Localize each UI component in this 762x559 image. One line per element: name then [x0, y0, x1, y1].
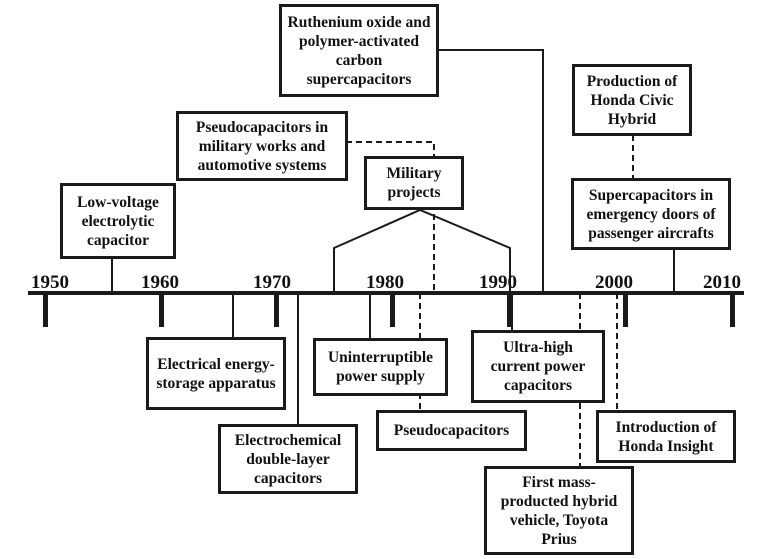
year-label-2000: 2000	[595, 272, 633, 293]
year-label-1950: 1950	[31, 272, 69, 293]
event-electrochemical: Electrochemical double-layer capacitors	[218, 424, 358, 494]
year-label-1990: 1990	[479, 272, 517, 293]
tick-1970	[274, 293, 279, 327]
event-ups: Uninterruptible power supply	[313, 338, 448, 396]
tick-1980	[390, 293, 395, 327]
tick-1990	[507, 293, 512, 327]
event-military-projects: Military projects	[364, 156, 464, 210]
year-label-1980: 1980	[366, 272, 404, 293]
event-ultra-high: Ultra-high current power capacitors	[471, 330, 605, 403]
tick-2000	[623, 293, 628, 327]
event-low-voltage: Low-voltage electrolytic capacitor	[60, 183, 176, 259]
year-label-2010: 2010	[703, 272, 741, 293]
tick-1950	[43, 293, 48, 327]
event-pseudocapacitors-military: Pseudocapacitors in military works and a…	[176, 111, 348, 181]
year-label-1970: 1970	[253, 272, 291, 293]
event-electrical-storage: Electrical energy-storage apparatus	[146, 337, 286, 410]
event-ruthenium: Ruthenium oxide and polymer-activated ca…	[279, 4, 439, 97]
event-honda-insight: Introduction of Honda Insight	[596, 410, 736, 463]
event-pseudocapacitors: Pseudocapacitors	[376, 410, 527, 451]
tick-1960	[159, 293, 164, 327]
year-label-1960: 1960	[141, 272, 179, 293]
tick-2010	[730, 293, 735, 327]
event-supercapacitors-doors: Supercapacitors in emergency doors of pa…	[571, 178, 731, 250]
event-toyota-prius: First mass-producted hybrid vehicle, Toy…	[484, 466, 634, 555]
event-honda-civic: Production of Honda Civic Hybrid	[572, 64, 692, 136]
